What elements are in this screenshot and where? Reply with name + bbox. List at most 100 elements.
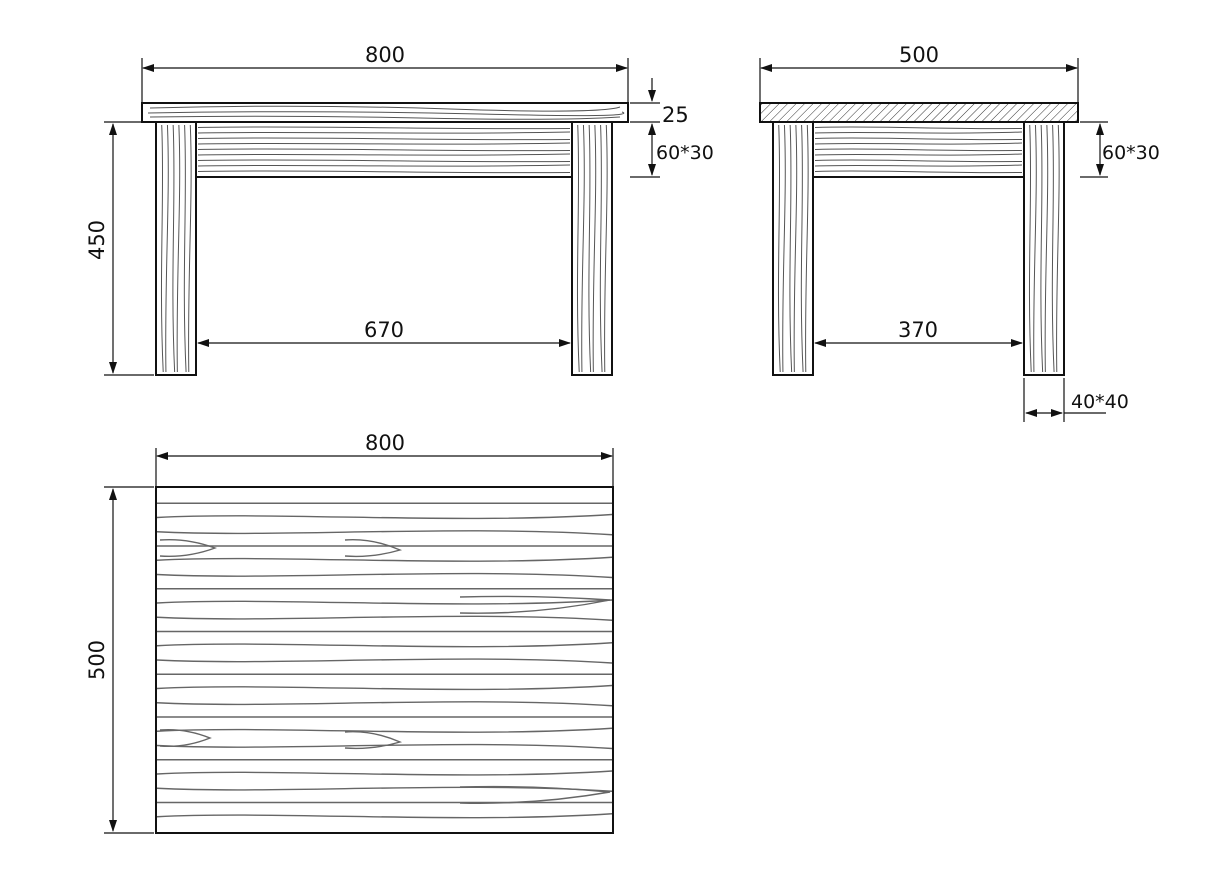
top-view: 800 500: [85, 431, 614, 834]
grain-knot: [159, 538, 218, 558]
side-leg-dimension: 40*40: [1023, 378, 1129, 422]
grain-line: [197, 126, 571, 130]
grain-line: [197, 137, 571, 141]
grain-knot: [459, 595, 611, 614]
grain-line: [156, 615, 613, 621]
front-width-label: 800: [365, 43, 405, 67]
grain-line: [800, 124, 804, 373]
side-leg-right: [1023, 121, 1065, 376]
grain-line: [156, 572, 613, 579]
leg-grain: [1028, 124, 1060, 373]
grain-knot: [159, 728, 212, 748]
grain-line: [588, 124, 592, 373]
top-width-dimension: 800: [155, 431, 614, 486]
grain-line: [156, 701, 613, 707]
grain-line: [1051, 124, 1055, 373]
front-top-thickness-label: 25: [662, 103, 689, 127]
grain-line: [814, 126, 1023, 130]
grain-line: [197, 131, 571, 134]
grain-knot: [344, 731, 403, 750]
front-inner-span-label: 670: [364, 318, 404, 342]
side-inner-span-label: 370: [898, 318, 938, 342]
front-apron-label: 60*30: [656, 142, 714, 164]
grain-line: [814, 142, 1023, 145]
top-width-label: 800: [365, 431, 405, 455]
top-view-grain: [156, 502, 613, 819]
grain-line: [814, 164, 1023, 167]
front-height-label: 450: [85, 220, 109, 260]
side-apron-label: 60*30: [1102, 142, 1160, 164]
grain-line: [197, 159, 571, 163]
grain-line: [814, 159, 1023, 163]
grain-line: [156, 530, 613, 536]
side-apron-dimension: 60*30: [1080, 121, 1160, 178]
grain-line: [197, 142, 571, 145]
grain-line: [176, 124, 181, 373]
grain-line: [197, 148, 571, 152]
grain-line: [1028, 124, 1032, 373]
grain-knot: [459, 785, 611, 804]
grain-line: [1040, 124, 1044, 373]
grain-line: [782, 124, 786, 373]
grain-line: [1056, 124, 1060, 373]
grain-line: [1044, 124, 1049, 373]
side-leg-label: 40*40: [1071, 391, 1129, 413]
side-tabletop: [759, 102, 1079, 123]
grain-line: [604, 124, 608, 373]
front-inner-span-dimension: 670: [197, 318, 571, 347]
grain-line: [793, 124, 798, 373]
grain-line: [789, 124, 793, 373]
grain-line: [814, 153, 1023, 156]
grain-line: [197, 164, 571, 167]
apron-grain: [197, 126, 571, 174]
grain-line: [197, 170, 571, 174]
grain-line: [172, 124, 176, 373]
grain-line: [156, 727, 613, 733]
grain-line: [188, 124, 192, 373]
grain-line: [183, 124, 187, 373]
grain-line: [814, 131, 1023, 134]
grain-line: [165, 124, 169, 373]
grain-line: [777, 124, 781, 373]
top-depth-label: 500: [85, 640, 109, 680]
front-top-thickness-dimension: 25: [630, 78, 689, 127]
leg-grain: [160, 124, 192, 373]
leg-grain: [576, 124, 608, 373]
front-tabletop: [141, 102, 629, 123]
grain-line: [156, 770, 613, 776]
front-leg-left: [155, 121, 197, 376]
grain-line: [814, 170, 1023, 174]
top-depth-dimension: 500: [85, 486, 154, 834]
grain-knot: [344, 539, 403, 558]
side-view: 500 60*30 370 40*40: [759, 43, 1160, 422]
side-apron: [812, 121, 1025, 178]
side-depth-dimension: 500: [759, 43, 1079, 102]
front-leg-right: [571, 121, 613, 376]
front-height-dimension: 450: [85, 121, 154, 376]
grain-line: [156, 642, 613, 648]
grain-line: [156, 658, 613, 664]
side-depth-label: 500: [899, 43, 939, 67]
front-apron-dimension: 60*30: [630, 123, 714, 178]
leg-grain: [777, 124, 809, 373]
grain-line: [156, 684, 613, 691]
side-inner-span-dimension: 370: [814, 318, 1023, 347]
grain-line: [576, 124, 580, 373]
front-view: 800 25 60*30 450 670: [85, 43, 714, 376]
grain-line: [156, 743, 613, 750]
side-leg-left: [772, 121, 814, 376]
front-apron: [195, 121, 573, 178]
grain-line: [581, 124, 585, 373]
grain-line: [156, 556, 613, 562]
grain-line: [592, 124, 597, 373]
grain-line: [599, 124, 603, 373]
grain-line: [814, 148, 1023, 152]
grain-line: [1033, 124, 1037, 373]
grain-line: [156, 599, 613, 605]
apron-grain: [814, 126, 1023, 174]
grain-line: [156, 813, 613, 819]
front-width-dimension: 800: [141, 43, 629, 102]
grain-line: [197, 153, 571, 156]
grain-line: [160, 124, 164, 373]
